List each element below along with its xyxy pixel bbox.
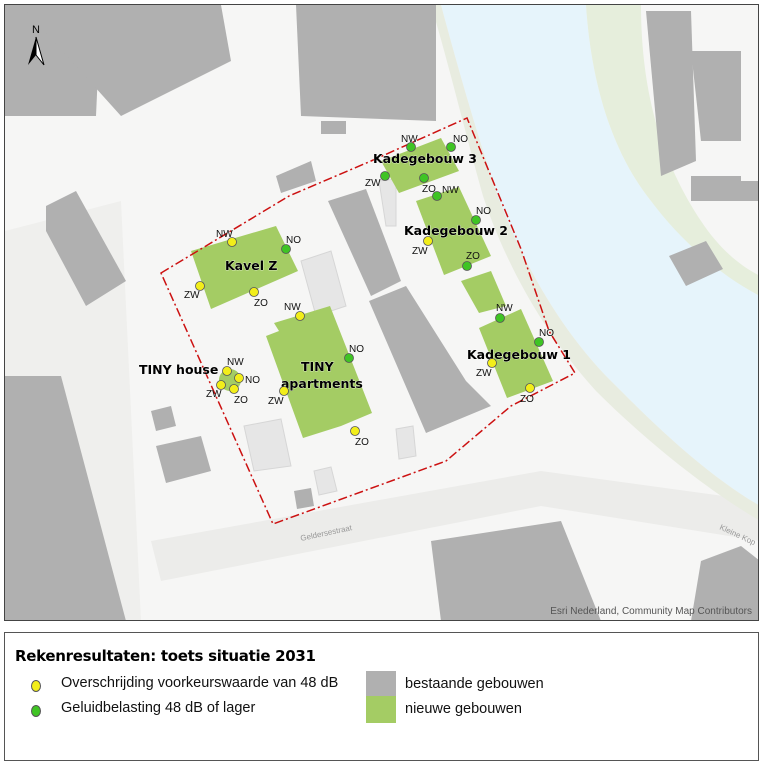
receptor-point-exceeds[interactable] bbox=[227, 237, 237, 247]
receptor-label: NW bbox=[216, 229, 233, 240]
new-building-kadegebouw-2 bbox=[416, 187, 491, 275]
receptor-label: NW bbox=[442, 185, 459, 196]
receptor-point-exceeds[interactable] bbox=[295, 311, 305, 321]
new-buildings bbox=[191, 138, 553, 438]
receptor-point-ok[interactable] bbox=[495, 313, 505, 323]
receptor-point-exceeds[interactable] bbox=[234, 373, 244, 383]
park-strip bbox=[586, 5, 758, 295]
receptor-label: ZO bbox=[355, 437, 369, 448]
new-building-small bbox=[461, 271, 506, 313]
receptor-point-ok[interactable] bbox=[471, 215, 481, 225]
receptor-label: NO bbox=[349, 344, 364, 355]
receptor-label: ZW bbox=[476, 368, 492, 379]
receptor-point-exceeds[interactable] bbox=[216, 380, 226, 390]
receptor-point-exceeds[interactable] bbox=[249, 287, 259, 297]
legend-item-existing: bestaande gebouwen bbox=[405, 676, 544, 692]
receptor-label: ZO bbox=[234, 395, 248, 406]
receptor-label: NW bbox=[227, 357, 244, 368]
receptor-point-exceeds[interactable] bbox=[350, 426, 360, 436]
legend-title: Rekenresultaten: toets situatie 2031 bbox=[15, 647, 316, 665]
new-building-kadegebouw-3 bbox=[381, 138, 459, 193]
new-building-kavel-z bbox=[191, 226, 298, 309]
new-building-kadegebouw-1 bbox=[479, 309, 553, 398]
existing-buildings bbox=[5, 5, 758, 620]
receptor-label: ZW bbox=[365, 178, 381, 189]
receptor-point-ok[interactable] bbox=[432, 191, 442, 201]
road-geldersestraat bbox=[151, 471, 758, 581]
new-building-tiny-apartments bbox=[266, 306, 372, 438]
legend-item-exceeds: Overschrijding voorkeurswaarde van 48 dB bbox=[61, 675, 339, 691]
svg-text:N: N bbox=[32, 24, 40, 36]
yellow-dot-icon bbox=[31, 680, 41, 692]
legend: Rekenresultaten: toets situatie 2031 Ove… bbox=[4, 632, 759, 761]
building-label: Kadegebouw 1 bbox=[467, 347, 571, 362]
receptor-label: ZO bbox=[520, 394, 534, 405]
receptor-label: NO bbox=[453, 134, 468, 145]
receptor-label: ZW bbox=[268, 396, 284, 407]
receptor-label: ZW bbox=[184, 290, 200, 301]
river bbox=[441, 5, 758, 505]
receptor-label: ZO bbox=[466, 251, 480, 262]
receptor-point-exceeds[interactable] bbox=[222, 366, 232, 376]
new-building-swatch bbox=[366, 696, 396, 723]
building-label: TINY bbox=[301, 359, 335, 374]
receptor-label: NW bbox=[284, 302, 301, 313]
receptor-label: ZO bbox=[254, 298, 268, 309]
receptor-label: ZO bbox=[422, 184, 436, 195]
receptor-point-ok[interactable] bbox=[534, 337, 544, 347]
minor-structures bbox=[243, 178, 417, 496]
green-dot-icon bbox=[31, 705, 41, 717]
building-label: Kadegebouw 2 bbox=[404, 223, 508, 238]
receptor-point-ok[interactable] bbox=[344, 353, 354, 363]
receptor-point-exceeds[interactable] bbox=[525, 383, 535, 393]
receptor-point-exceeds[interactable] bbox=[279, 386, 289, 396]
receptor-point-exceeds[interactable] bbox=[423, 236, 433, 246]
existing-building-swatch bbox=[366, 671, 396, 698]
building-label: Kavel Z bbox=[225, 258, 277, 273]
receptor-label: NW bbox=[496, 303, 513, 314]
noise-map: Geldersestraat Kleine Kop N Kadegebouw 3… bbox=[4, 4, 759, 621]
map-attribution: Esri Nederland, Community Map Contributo… bbox=[550, 606, 752, 617]
receptor-label: NO bbox=[476, 206, 491, 217]
receptor-point-ok[interactable] bbox=[419, 173, 429, 183]
receptor-label: ZW bbox=[206, 389, 222, 400]
map-canvas: Geldersestraat Kleine Kop N Kadegebouw 3… bbox=[5, 5, 758, 620]
receptor-label: NO bbox=[245, 375, 260, 386]
legend-item-new: nieuwe gebouwen bbox=[405, 701, 522, 717]
receptor-point-ok[interactable] bbox=[406, 142, 416, 152]
plan-boundary bbox=[160, 116, 577, 525]
receptor-label: NO bbox=[286, 235, 301, 246]
receptor-point-ok[interactable] bbox=[462, 261, 472, 271]
receptor-point-exceeds[interactable] bbox=[195, 281, 205, 291]
receptor-point-ok[interactable] bbox=[446, 142, 456, 152]
legend-item-ok: Geluidbelasting 48 dB of lager bbox=[61, 700, 256, 716]
receptor-point-exceeds[interactable] bbox=[229, 384, 239, 394]
building-label: Kadegebouw 3 bbox=[373, 151, 477, 166]
receptor-point-ok[interactable] bbox=[380, 171, 390, 181]
receptor-point-exceeds[interactable] bbox=[487, 358, 497, 368]
building-label: TINY house bbox=[139, 362, 218, 377]
building-label: apartments bbox=[281, 376, 363, 391]
receptor-label: NW bbox=[401, 134, 418, 145]
receptor-label: ZW bbox=[412, 246, 428, 257]
receptor-point-ok[interactable] bbox=[281, 244, 291, 254]
north-arrow-icon: N bbox=[28, 24, 45, 66]
receptor-label: NO bbox=[539, 328, 554, 339]
